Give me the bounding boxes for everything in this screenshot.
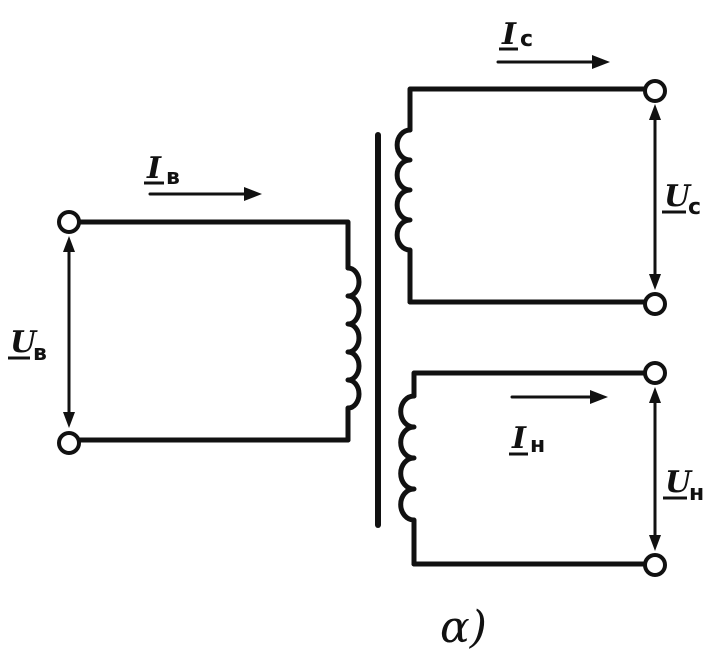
label-current-secondary-upper: I с bbox=[499, 17, 533, 52]
svg-text:с: с bbox=[688, 195, 701, 220]
svg-text:U: U bbox=[665, 465, 693, 500]
label-current-secondary-lower: I н bbox=[509, 421, 545, 458]
primary-circuit bbox=[57, 187, 362, 455]
label-current-primary: I в bbox=[144, 151, 180, 190]
primary-terminal-top bbox=[57, 210, 81, 234]
primary-voltage-arrow bbox=[63, 236, 75, 428]
upper-secondary-voltage-arrow bbox=[649, 104, 661, 290]
svg-text:U: U bbox=[10, 325, 38, 360]
primary-current-arrow bbox=[148, 187, 262, 201]
lower-secondary-voltage-arrow bbox=[649, 387, 661, 551]
svg-text:U: U bbox=[664, 179, 692, 214]
svg-text:I: I bbox=[511, 421, 527, 456]
lower-secondary-winding bbox=[398, 393, 417, 567]
figure-caption: α) bbox=[440, 602, 487, 653]
svg-text:н: н bbox=[530, 433, 545, 458]
lower-secondary-current-arrow bbox=[510, 390, 608, 404]
label-voltage-primary: U в bbox=[8, 325, 47, 366]
svg-text:в: в bbox=[166, 165, 180, 190]
lower-secondary-terminal-bottom bbox=[643, 553, 667, 577]
label-voltage-secondary-lower: U н bbox=[663, 465, 704, 506]
upper-secondary-circuit bbox=[394, 55, 667, 316]
svg-text:I: I bbox=[146, 151, 162, 186]
label-voltage-secondary-upper: U с bbox=[662, 179, 701, 220]
primary-winding bbox=[345, 265, 362, 443]
lower-secondary-terminal-top bbox=[643, 361, 667, 385]
upper-secondary-terminal-top bbox=[643, 79, 667, 103]
svg-text:с: с bbox=[520, 27, 533, 52]
primary-terminal-bottom bbox=[57, 431, 81, 455]
svg-text:н: н bbox=[689, 481, 704, 506]
svg-text:I: I bbox=[501, 17, 517, 52]
upper-secondary-current-arrow bbox=[496, 55, 610, 69]
lower-secondary-circuit bbox=[398, 361, 667, 577]
svg-text:в: в bbox=[33, 341, 47, 366]
upper-secondary-winding bbox=[394, 127, 413, 305]
upper-secondary-terminal-bottom bbox=[643, 292, 667, 316]
